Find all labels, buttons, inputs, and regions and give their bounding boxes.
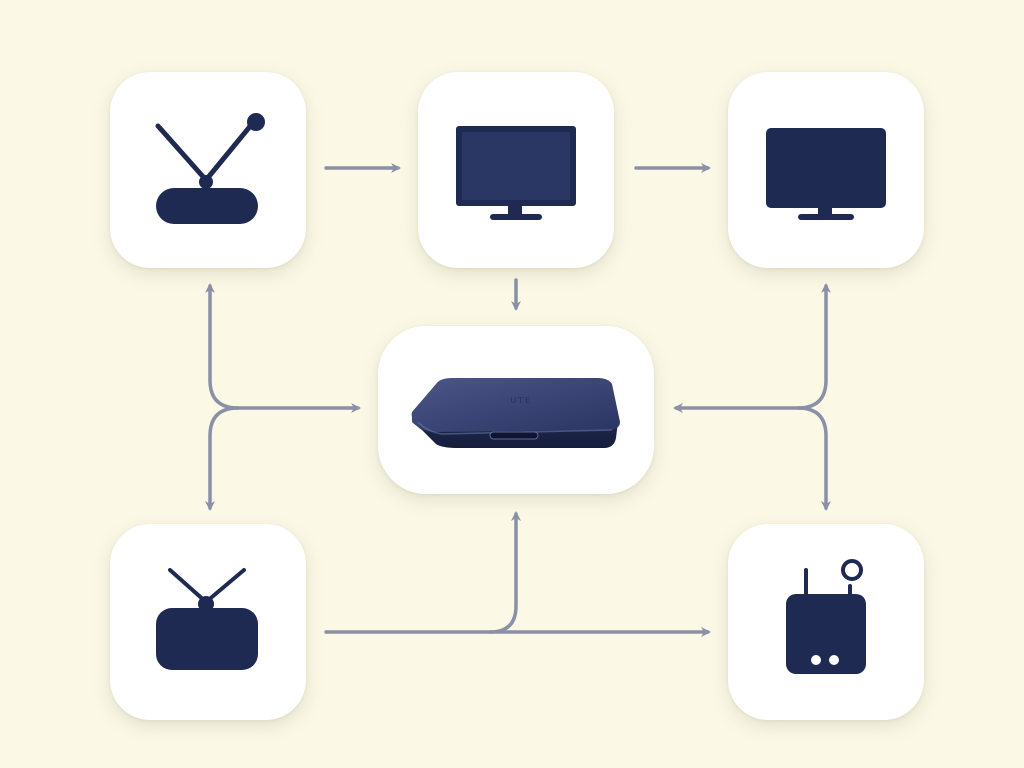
arrow-left-to-antenna	[210, 286, 240, 410]
antenna-tuner-node[interactable]	[110, 524, 306, 720]
router-icon	[786, 559, 866, 674]
arrow-left-to-tuner	[205, 406, 240, 511]
router-node[interactable]	[728, 524, 924, 720]
arrow-right-to-monitor	[796, 283, 831, 410]
monitor-icon	[766, 128, 886, 220]
antenna-receiver-icon	[155, 113, 265, 224]
hub-device-label: ᴜᴛᴇ	[510, 393, 531, 406]
streaming-box-icon: ᴜᴛᴇ	[411, 378, 620, 448]
monitor-node-center[interactable]	[418, 72, 614, 268]
arrow-bottom-to-hub	[324, 511, 521, 634]
antenna-receiver-node[interactable]	[110, 72, 306, 268]
antenna-tuner-icon	[156, 568, 258, 670]
monitor-node-right[interactable]	[728, 72, 924, 268]
streaming-box-hub[interactable]: ᴜᴛᴇ	[378, 326, 654, 494]
monitor-icon	[456, 126, 576, 220]
arrow-right-to-router	[796, 406, 831, 511]
